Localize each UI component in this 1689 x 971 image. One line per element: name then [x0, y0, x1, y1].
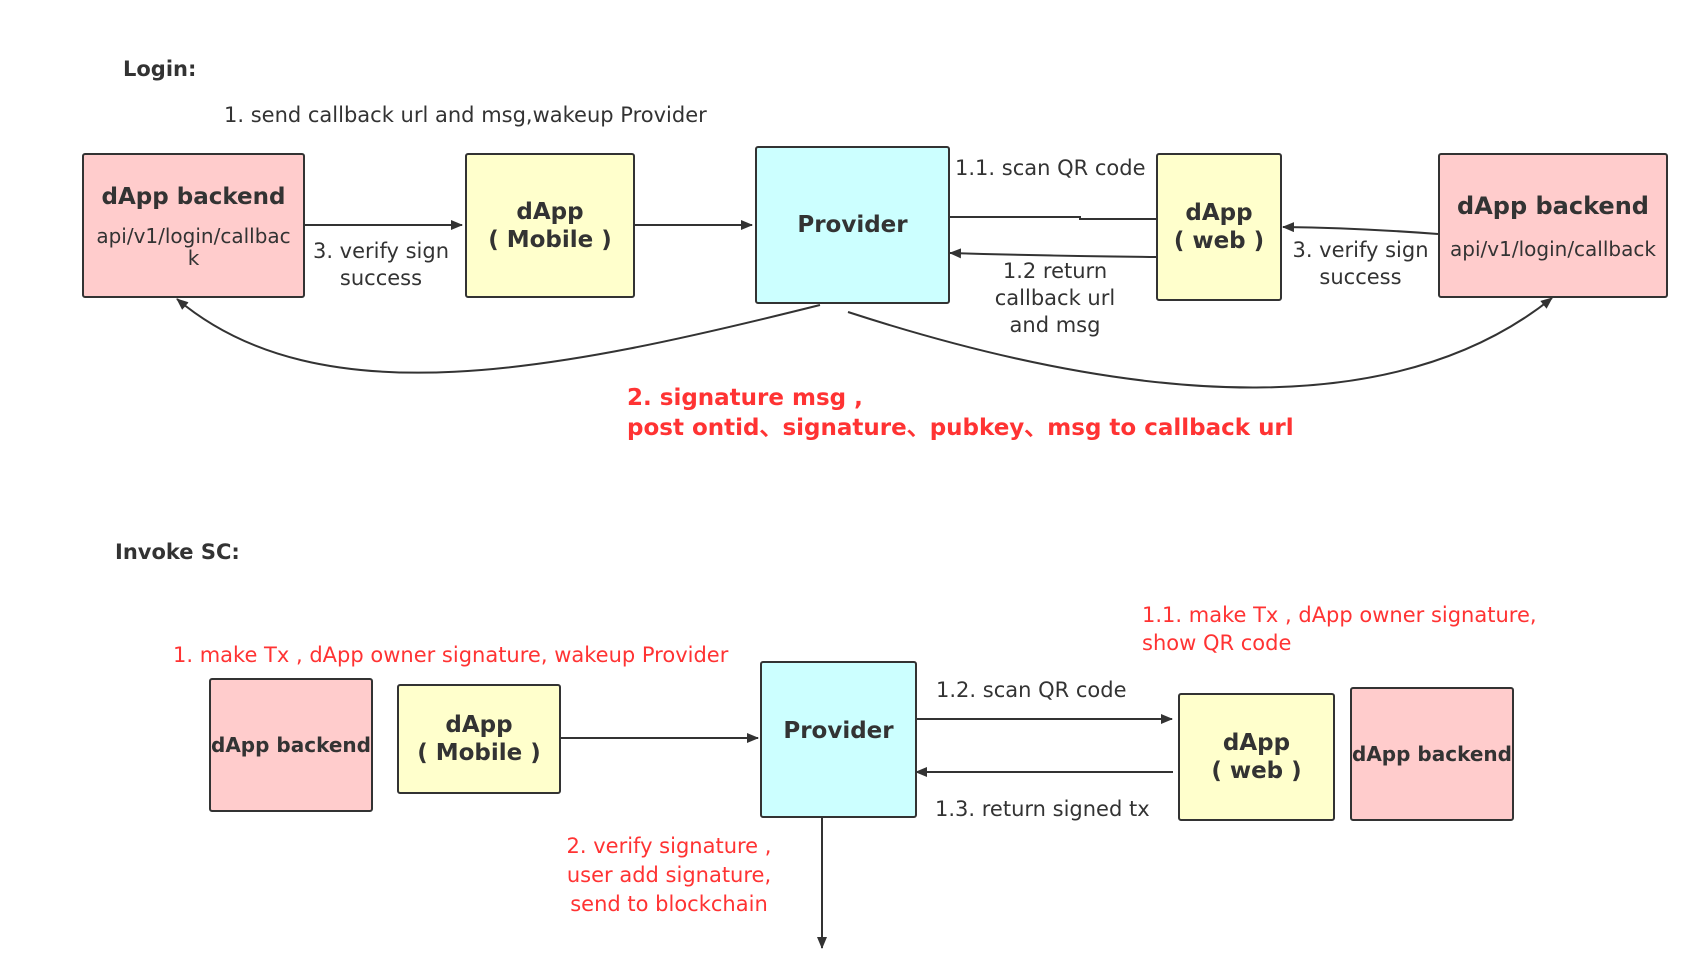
login-step1-label: 1. send callback url and msg,wakeup Prov…	[224, 103, 707, 127]
invoke-step2-label: 2. verify signature , user add signature…	[554, 832, 784, 919]
login-verify-right-line2: success	[1319, 265, 1402, 289]
login-verify-left-line2: success	[339, 266, 423, 290]
arrow-web-return	[949, 248, 1157, 259]
login-scan-qr-label: 1.1. scan QR code	[955, 156, 1146, 180]
login-backend-left-sub-line1: api/v1/login/callbac	[96, 223, 291, 248]
invoke-return-signed-label: 1.3. return signed tx	[935, 797, 1150, 821]
curve-provider-to-left-backend	[176, 298, 821, 374]
login-verify-right-line1: 3. verify sign	[1292, 238, 1429, 262]
login-return-line3: and msg	[1009, 313, 1101, 337]
line-provider-to-web	[948, 216, 1156, 220]
invoke-title: Invoke SC:	[115, 540, 240, 564]
arrow-backend-right-to-web	[1282, 222, 1439, 235]
invoke-scan-qr-label: 1.2. scan QR code	[936, 678, 1127, 702]
login-mobile-line2: ( Mobile )	[488, 226, 612, 253]
login-return-line1: 1.2 return	[1002, 259, 1108, 283]
login-provider: Provider	[755, 146, 950, 304]
login-verify-right-label: 3. verify sign success	[1283, 237, 1438, 291]
login-step2-line2: post ontid、signature、pubkey、msg to callb…	[627, 415, 1294, 441]
login-web-line2: ( web )	[1173, 228, 1265, 254]
invoke-backend-right-label: dApp backend	[1352, 742, 1512, 766]
curve-provider-to-right-backend	[847, 297, 1553, 389]
invoke-dapp-mobile: dApp ( Mobile )	[397, 684, 561, 794]
invoke-backend-left-label: dApp backend	[211, 733, 371, 757]
invoke-mobile-line2: ( Mobile )	[417, 740, 541, 766]
invoke-step11-line2: show QR code	[1142, 631, 1292, 655]
invoke-dapp-backend-right: dApp backend	[1350, 687, 1514, 821]
login-return-line2: callback url	[994, 286, 1116, 310]
login-backend-left-sub-line2: k	[187, 245, 200, 270]
invoke-dapp-backend-left: dApp backend	[209, 678, 373, 812]
login-return-label: 1.2 return callback url and msg	[985, 258, 1125, 339]
login-dapp-backend-left: dApp backend api/v1/login/callbac k	[82, 153, 305, 298]
login-mobile-line1: dApp	[516, 198, 584, 225]
invoke-step2-line2: user add signature,	[566, 863, 772, 887]
invoke-dapp-web: dApp ( web )	[1178, 693, 1335, 821]
invoke-mobile-line1: dApp	[445, 712, 513, 738]
invoke-provider-label: Provider	[783, 718, 894, 744]
invoke-step2-line1: 2. verify signature ,	[566, 834, 772, 858]
login-title: Login:	[123, 57, 197, 81]
login-dapp-mobile: dApp ( Mobile )	[465, 153, 635, 298]
login-backend-right-sub: api/v1/login/callback	[1450, 236, 1656, 261]
login-verify-left-label: 3. verify sign success	[306, 238, 456, 292]
invoke-provider: Provider	[760, 661, 917, 818]
login-backend-right-title: dApp backend	[1457, 191, 1649, 220]
invoke-web-line2: ( web )	[1211, 758, 1302, 784]
invoke-step11-label: 1.1. make Tx , dApp owner signature, sho…	[1142, 601, 1537, 657]
login-provider-label: Provider	[797, 212, 908, 238]
invoke-step2-line3: send to blockchain	[570, 892, 768, 916]
login-step2-label: 2. signature msg , post ontid、signature、…	[627, 383, 1294, 443]
invoke-step1-label: 1. make Tx , dApp owner signature, wakeu…	[173, 643, 729, 667]
invoke-step11-line1: 1.1. make Tx , dApp owner signature,	[1142, 603, 1537, 627]
login-backend-left-title: dApp backend	[101, 183, 286, 210]
login-step2-line1: 2. signature msg ,	[627, 385, 863, 411]
login-dapp-web: dApp ( web )	[1156, 153, 1282, 301]
login-web-line1: dApp	[1185, 200, 1253, 226]
login-dapp-backend-right: dApp backend api/v1/login/callback	[1438, 153, 1668, 298]
invoke-web-line1: dApp	[1222, 730, 1291, 756]
login-verify-left-line1: 3. verify sign	[312, 239, 450, 263]
